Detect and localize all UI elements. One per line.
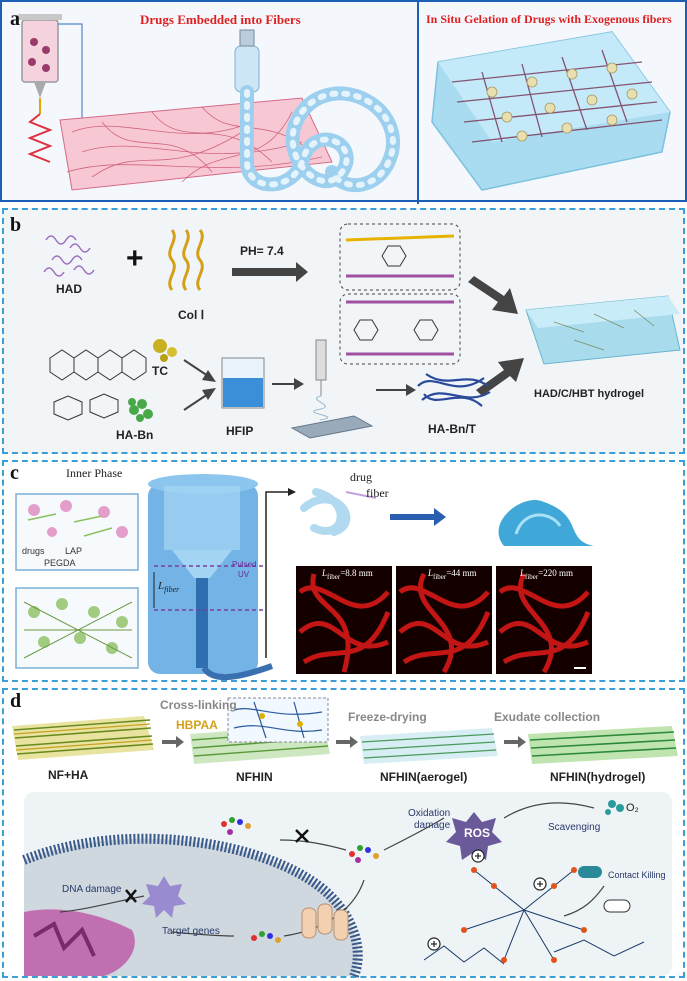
micrograph-label-2: Lfiber=44 mm <box>428 568 477 581</box>
step-label-2: NFHIN <box>236 770 273 784</box>
contact-killing-label: Contact Killing <box>608 870 666 880</box>
uv-label: UV <box>238 570 250 579</box>
panel-c-label: c <box>10 462 19 484</box>
exudate-label: Exudate collection <box>494 710 601 724</box>
fiber-label: fiber <box>366 486 389 500</box>
panel-b: + <box>2 208 685 454</box>
pulsed-label: Pulsed <box>232 560 257 569</box>
panel-d: d Cross-linking HBPAA Freeze-drying Exud… <box>2 688 685 978</box>
gel-swirl <box>498 500 594 546</box>
pegda-label: PEGDA <box>44 558 76 568</box>
panel-a-label: a <box>10 8 20 30</box>
fiber-mat-4 <box>528 726 678 764</box>
hydrogel-label: HAD/C/HBT hydrogel <box>534 388 644 400</box>
syringe-icon <box>21 19 59 83</box>
ha-bn-label: HA-Bn <box>116 428 154 442</box>
plus-sign: + <box>126 242 144 275</box>
oxidation-label-2: damage <box>414 820 451 831</box>
panel-b-illustration: + <box>43 223 681 439</box>
panel-d-label: d <box>10 690 22 712</box>
arrow-c <box>390 508 446 526</box>
panel-c-illustration <box>15 474 594 681</box>
crosslinking-label: Cross-linking <box>160 698 237 712</box>
scavenging-label: Scavenging <box>548 822 601 833</box>
micrograph-label-3: Lfiber=220 mm <box>520 568 574 581</box>
drugs-label: drugs <box>22 546 45 556</box>
inner-phase-label: Inner Phase <box>66 466 123 480</box>
o2-label: O₂ <box>626 802 639 814</box>
step-label-3: NFHIN(aerogel) <box>380 770 468 784</box>
lap-label: LAP <box>65 546 83 556</box>
l-fiber-label: L <box>158 580 165 592</box>
hfip-label: HFIP <box>226 424 254 438</box>
tc-label: TC <box>152 364 168 378</box>
panel-a-illustration <box>18 2 671 204</box>
dna-star <box>142 876 186 918</box>
had-label: HAD <box>56 282 82 296</box>
ros-star <box>446 812 502 860</box>
fiber-mat <box>59 97 333 191</box>
drug-label: drug <box>350 470 372 484</box>
dna-damage-label: DNA damage <box>62 884 122 895</box>
panel-a: a Drugs Embedded into Fibers In Situ Gel… <box>0 0 687 204</box>
col-label: Col Ⅰ <box>178 308 205 322</box>
panel-c: c Inner Phase drugs LAP PEGDA Pulsed UV … <box>2 460 685 682</box>
ha-bn-t-label: HA-Bn/T <box>428 422 476 436</box>
panel-d-illustration <box>12 697 678 978</box>
freeze-drying-label: Freeze-drying <box>348 710 427 724</box>
micrograph-label-1: Lfiber=8.8 mm <box>322 568 373 581</box>
target-genes-label: Target genes <box>162 926 220 937</box>
step-label-4: NFHIN(hydrogel) <box>550 770 646 784</box>
oxidation-label-1: Oxidation <box>408 808 451 819</box>
left-title: Drugs Embedded into Fibers <box>140 12 301 27</box>
fiber-mat-1 <box>12 716 154 760</box>
panel-b-label: b <box>10 214 22 236</box>
ph-label: PH= 7.4 <box>240 244 284 258</box>
step-label-1: NF+HA <box>48 768 89 782</box>
fiber-mat-3 <box>360 728 498 764</box>
ros-label: ROS <box>464 826 491 840</box>
right-title: In Situ Gelation of Drugs with Exogenous… <box>426 12 672 26</box>
l-fiber-sub: fiber <box>164 585 180 595</box>
arrow-ph <box>232 262 308 282</box>
hbpaa-label: HBPAA <box>176 718 218 732</box>
